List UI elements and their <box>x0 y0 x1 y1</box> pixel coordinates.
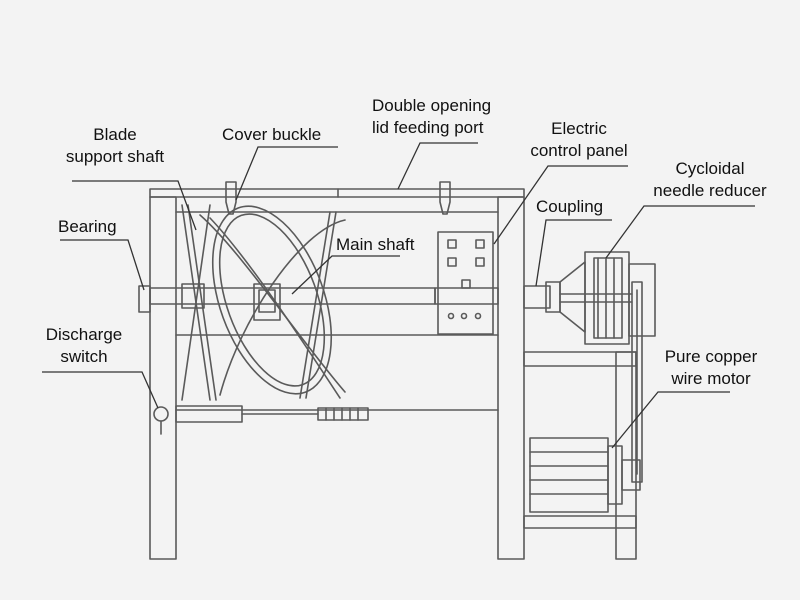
leader-motor <box>611 391 730 449</box>
blade-support-bar-3 <box>181 204 211 401</box>
leader-reducer <box>605 205 755 259</box>
label-cycloidal-needle-reducer: Cycloidal needle reducer <box>653 159 767 200</box>
shaft-hub-left <box>181 283 205 309</box>
label-coupling: Coupling <box>536 197 604 216</box>
motor-body <box>529 437 609 513</box>
coupling-taper <box>559 261 586 333</box>
drive-frame-top <box>523 351 637 367</box>
label-pure-copper-wire-motor: Pure copper wire motor <box>664 347 758 388</box>
top-cover <box>149 188 525 198</box>
discharge-valve <box>153 406 169 422</box>
leader-blade-support <box>72 180 197 231</box>
leader-main-shaft <box>291 255 400 295</box>
drive-frame-bottom <box>523 515 637 529</box>
discharge-housing <box>175 405 243 423</box>
shaft-hub-center-inner <box>258 289 276 313</box>
cover-buckle-right <box>439 181 451 215</box>
left-leg <box>149 196 177 560</box>
leader-lid <box>397 142 478 190</box>
ribbon-blade-inner <box>218 213 326 387</box>
motor-pulley <box>621 459 641 491</box>
ribbon-blade-front <box>219 219 346 396</box>
label-cover-buckle: Cover buckle <box>222 125 322 144</box>
leader-coupling <box>535 219 612 287</box>
leader-bearing <box>60 239 145 291</box>
blade-support-bar-4 <box>299 211 331 399</box>
leader-cover-buckle <box>235 146 338 201</box>
main-shaft <box>149 287 436 305</box>
leader-control-panel <box>493 165 628 245</box>
label-blade-support-shaft: Blade support shaft <box>65 125 165 166</box>
ribbon-blade-back <box>199 214 346 393</box>
blade-support-bar-2 <box>187 204 217 401</box>
discharge-screw <box>317 407 369 421</box>
shaft-hub-center <box>253 283 281 321</box>
label-bearing: Bearing <box>58 217 117 236</box>
leader-discharge <box>42 371 159 409</box>
coupling-block <box>523 285 551 309</box>
label-discharge-switch: Discharge switch <box>45 325 123 366</box>
motor-endcap <box>607 445 623 505</box>
drive-frame-right-leg <box>615 351 637 560</box>
label-double-opening-lid: Double opening lid feeding port <box>372 96 492 137</box>
ribbon-blade-outer <box>211 205 333 395</box>
control-panel <box>437 231 494 335</box>
bearing-block <box>138 285 151 313</box>
label-main-shaft: Main shaft <box>336 235 415 254</box>
drive-belt <box>631 281 643 483</box>
middle-leg <box>497 196 525 560</box>
cover-buckle-left <box>225 181 237 215</box>
shaft-extension-right <box>434 287 499 305</box>
label-electric-control-panel: Electric control panel <box>530 119 628 160</box>
